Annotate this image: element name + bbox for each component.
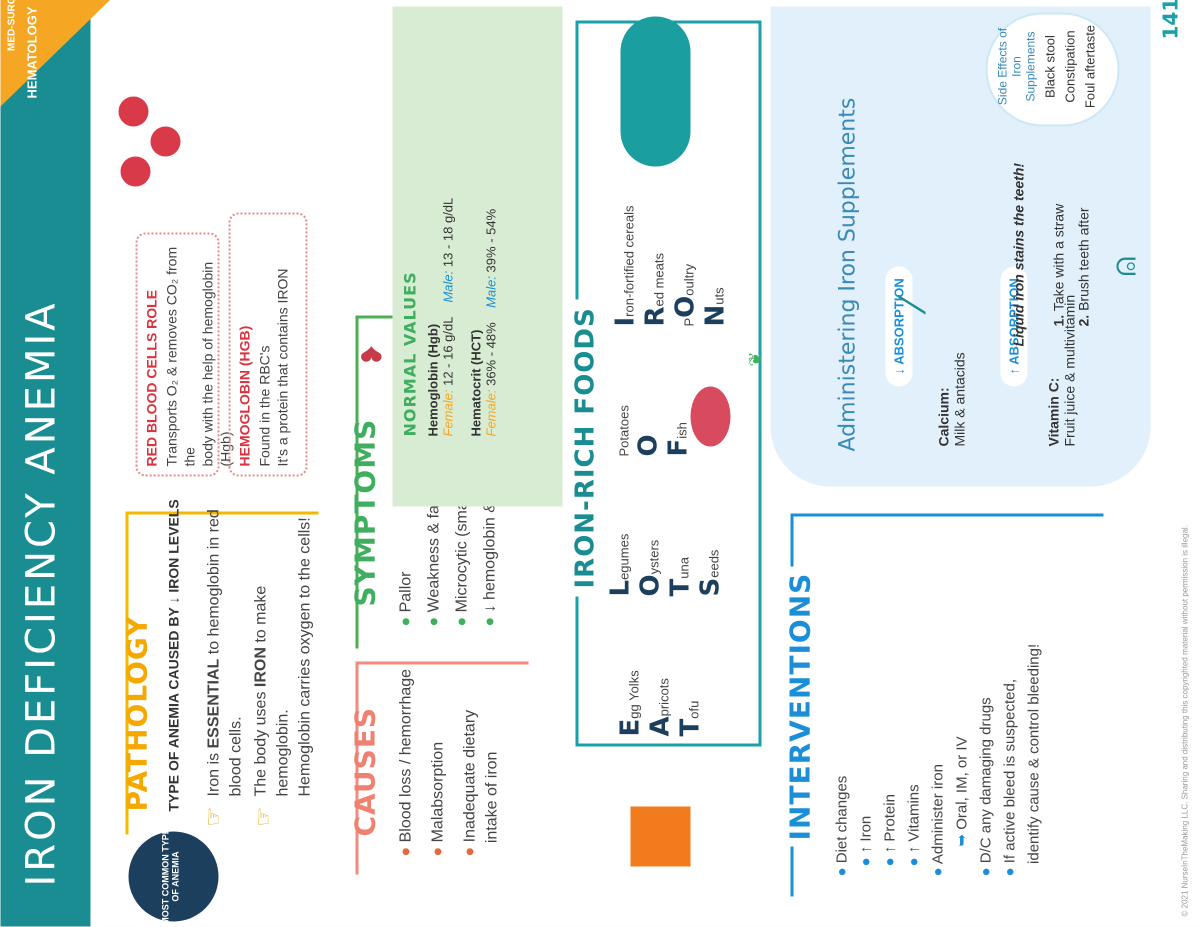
food-item: Red meats <box>640 252 671 327</box>
iron-foods-title: IRON-RICH FOODS <box>570 299 601 597</box>
interventions-title: INTERVENTIONS <box>783 566 817 847</box>
food-item: Iron-fortified cereals <box>610 205 641 327</box>
interventions-list: ● Diet changes ● ↑ Iron ● ↑ Protein ● ↑ … <box>831 517 1047 877</box>
list-item: Constipation <box>1062 30 1078 103</box>
orange-fruit-icon <box>630 806 691 867</box>
stains-warning: Liquid iron stains the teeth! <box>1010 162 1027 347</box>
copyright-notice: © 2021 NurseInTheMaking LLC. Sharing and… <box>1180 525 1190 917</box>
normal-values-title: NORMAL VALUES <box>400 271 420 437</box>
food-item: POoultry <box>670 263 701 327</box>
list-item: ● Administer iron <box>929 764 947 877</box>
step-2: 2. Brush teeth after <box>1075 207 1092 327</box>
pointing-hand-icon: ☞ <box>200 806 226 827</box>
list-item: ● If active bleed is suspected, identify… <box>1001 643 1043 877</box>
hgb-values: Hemoglobin (Hgb) Female: 12 - 16 g/dL Ma… <box>425 197 456 437</box>
food-item: Tofu <box>675 700 706 737</box>
decrease-absorption-pill: ↓ ABSORPTION <box>885 266 913 387</box>
leaf-icon: ❦ <box>745 351 766 367</box>
food-item: Legumes <box>605 533 636 597</box>
causes-title: CAUSES <box>348 706 382 837</box>
list-item: ● ↑ Iron <box>857 815 875 867</box>
food-item: Potatoes <box>616 405 632 457</box>
list-item: ● ↑ Protein <box>881 794 899 867</box>
common-badge-text: MOST COMMON TYPE OF ANEMIA <box>160 828 181 925</box>
potato-icon <box>690 386 731 447</box>
blood-drop-icon: ❥ <box>356 343 388 367</box>
food-item: Nuts <box>700 287 731 327</box>
pathology-subtitle: TYPE OF ANEMIA CAUSED BY ↓ IRON LEVELS <box>165 499 182 812</box>
pathology-point-2: The body uses IRON to make hemoglobin.He… <box>252 517 314 797</box>
food-group-pof: Potatoes O Fish <box>616 405 694 456</box>
side-effects-list: Black stool Constipation Foul aftertaste <box>1041 22 1101 112</box>
food-group-eat: Egg Yolks Apricots Tofu <box>616 670 706 736</box>
food-item: Fish <box>663 422 694 457</box>
list-item: ● Diet changes <box>833 775 851 877</box>
list-item: Foul aftertaste <box>1082 24 1098 109</box>
straw-icon: ⁄ <box>890 299 935 307</box>
page-number: 141 <box>1158 0 1183 40</box>
red-blood-cell-icon <box>120 156 151 187</box>
pointing-hand-icon: ☞ <box>250 806 276 827</box>
food-item: Apricots <box>645 678 676 737</box>
list-item: ● ↑ Vitamins <box>905 784 923 867</box>
list-item: Black stool <box>1042 35 1058 98</box>
rbc-role-title: RED BLOOD CELLS ROLE <box>143 289 160 467</box>
causes-list: ● Blood loss / hemorrhage ● Malabsorptio… <box>396 667 504 857</box>
red-blood-cell-icon <box>118 96 149 127</box>
administering-title: Administering Iron Supplements <box>835 97 861 452</box>
list-item: ● Inadequate dietary intake of iron <box>461 709 501 857</box>
corner-subject: MED-SURG <box>6 0 18 51</box>
list-item: ● D/C any damaging drugs <box>977 697 995 877</box>
list-item: ● Malabsorption <box>429 741 447 857</box>
tooth-icon: ⍝ <box>1105 256 1144 277</box>
list-item: ➥ Oral, IM, or IV <box>953 736 971 847</box>
food-group-lots: Legumes Oysters Tuna Seeds <box>606 534 726 597</box>
calcium-note: Calcium:Milk & antacids <box>935 352 968 447</box>
food-item: Oysters <box>635 539 666 597</box>
hct-values: Hematocrit (HCT) Female: 36% - 48% Male:… <box>468 208 499 437</box>
food-item: Tuna <box>665 557 696 597</box>
red-blood-cell-icon <box>150 126 181 157</box>
hgb-title: HEMOGLOBIN (HGB) <box>236 325 253 467</box>
page-title: IRON DEFICIENCY ANEMIA <box>18 300 65 887</box>
food-item: Seeds <box>695 549 726 597</box>
pathology-title: PATHOLOGY <box>120 615 154 812</box>
list-item: ● Blood loss / hemorrhage <box>397 668 415 857</box>
step-1: 1. Take with a straw <box>1050 203 1067 327</box>
nuts-plate-icon <box>620 16 691 167</box>
pathology-point-1: Iron is ESSENTIAL to hemoglobin in red b… <box>205 509 245 797</box>
food-item: O <box>633 434 664 457</box>
corner-topic: HEMATOLOGY <box>24 6 40 99</box>
food-item: Egg Yolks <box>615 670 646 737</box>
food-group-iron: Iron-fortified cereals Red meats POoultr… <box>611 206 731 327</box>
symptoms-title: SYMPTOMS <box>348 418 382 607</box>
